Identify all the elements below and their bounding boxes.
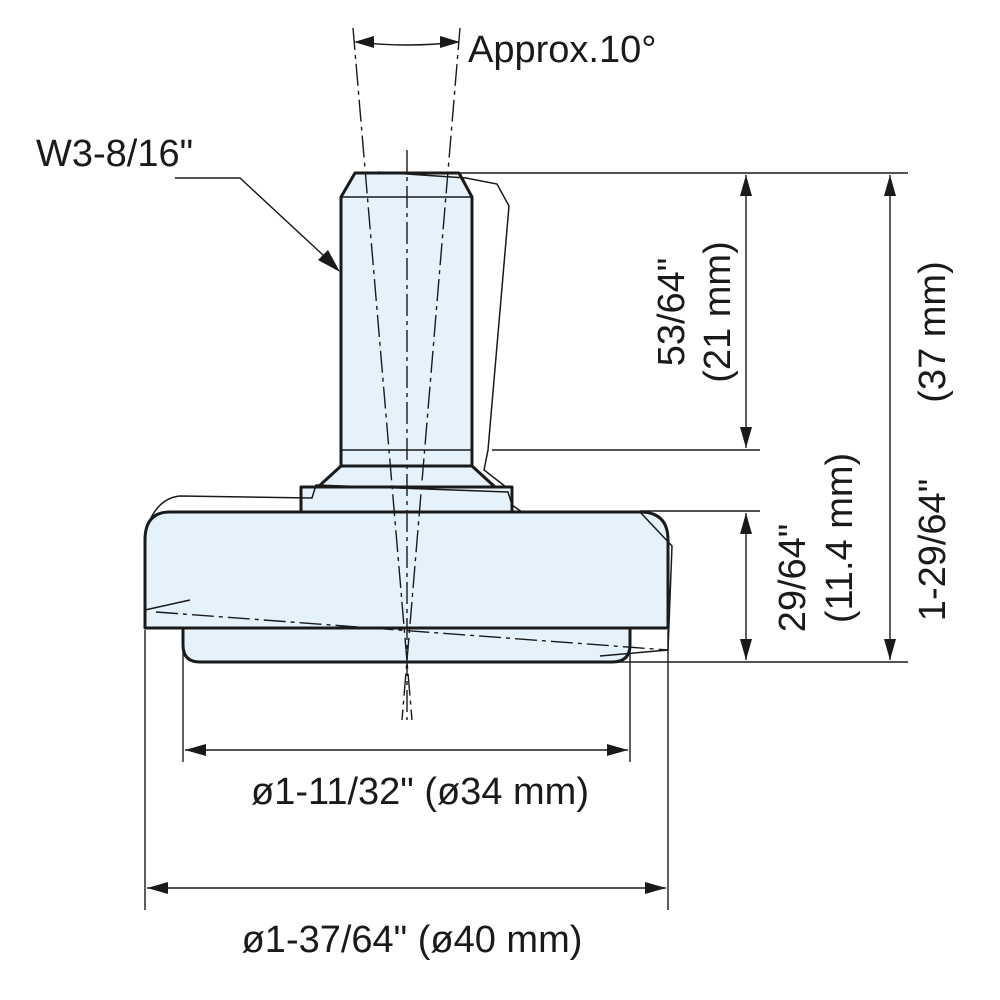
center-line-tilt-left bbox=[352, 27, 413, 721]
total-height-arrow-top bbox=[884, 175, 896, 196]
pad-diameter-dimension: ø1-11/32" (ø34 mm) bbox=[182, 640, 631, 813]
center-lines bbox=[352, 27, 461, 721]
pad-diameter-arrow-left bbox=[185, 744, 206, 756]
extension-lines-right bbox=[460, 172, 908, 663]
stem-height-mm: (21 mm) bbox=[697, 241, 739, 382]
thread-label: W3-8/16" bbox=[36, 133, 193, 175]
stem-height-dimension: 53/64" (21 mm) bbox=[651, 175, 752, 448]
pad-diameter-label: ø1-11/32" (ø34 mm) bbox=[251, 771, 589, 813]
total-height-mm: (37 mm) bbox=[912, 261, 954, 402]
stem-height-arrow-top bbox=[740, 175, 752, 196]
total-height-dimension: 1-29/64" (37 mm) bbox=[884, 175, 954, 660]
base-height-arrow-bottom bbox=[740, 639, 752, 660]
thread-leader-arrow bbox=[318, 250, 340, 272]
angle-arrow-right bbox=[440, 36, 460, 48]
angle-dimension: Approx.10° bbox=[354, 29, 656, 71]
stem-height-arrow-bottom bbox=[740, 427, 752, 448]
base-diameter-dimension: ø1-37/64" (ø40 mm) bbox=[144, 630, 669, 961]
leveling-foot-part bbox=[143, 171, 670, 664]
base-height-dimension: 29/64" (11.4 mm) bbox=[740, 453, 861, 660]
base-height-arrow-top bbox=[740, 513, 752, 534]
base-diameter-arrow-left bbox=[147, 882, 168, 894]
angle-arrow-left bbox=[354, 36, 374, 48]
total-height-arrow-bottom bbox=[884, 639, 896, 660]
thread-leader: W3-8/16" bbox=[36, 133, 340, 272]
thread-leader-line bbox=[175, 177, 338, 269]
stem-height-inch: 53/64" bbox=[651, 258, 693, 367]
tilted-outline bbox=[144, 171, 673, 657]
base-diameter-label: ø1-37/64" (ø40 mm) bbox=[242, 919, 583, 961]
base-disc bbox=[143, 510, 670, 630]
center-line-tilt-right bbox=[401, 27, 461, 721]
base-diameter-arrow-right bbox=[645, 882, 666, 894]
pad-diameter-arrow-right bbox=[607, 744, 628, 756]
base-height-mm: (11.4 mm) bbox=[819, 453, 861, 623]
tilted-center-line bbox=[155, 611, 669, 651]
angle-label: Approx.10° bbox=[468, 29, 656, 71]
tilted-base-outline bbox=[144, 484, 673, 657]
tilted-stem-outline bbox=[377, 171, 510, 488]
total-height-inch: 1-29/64" bbox=[912, 479, 954, 621]
base-height-inch: 29/64" bbox=[772, 524, 814, 633]
